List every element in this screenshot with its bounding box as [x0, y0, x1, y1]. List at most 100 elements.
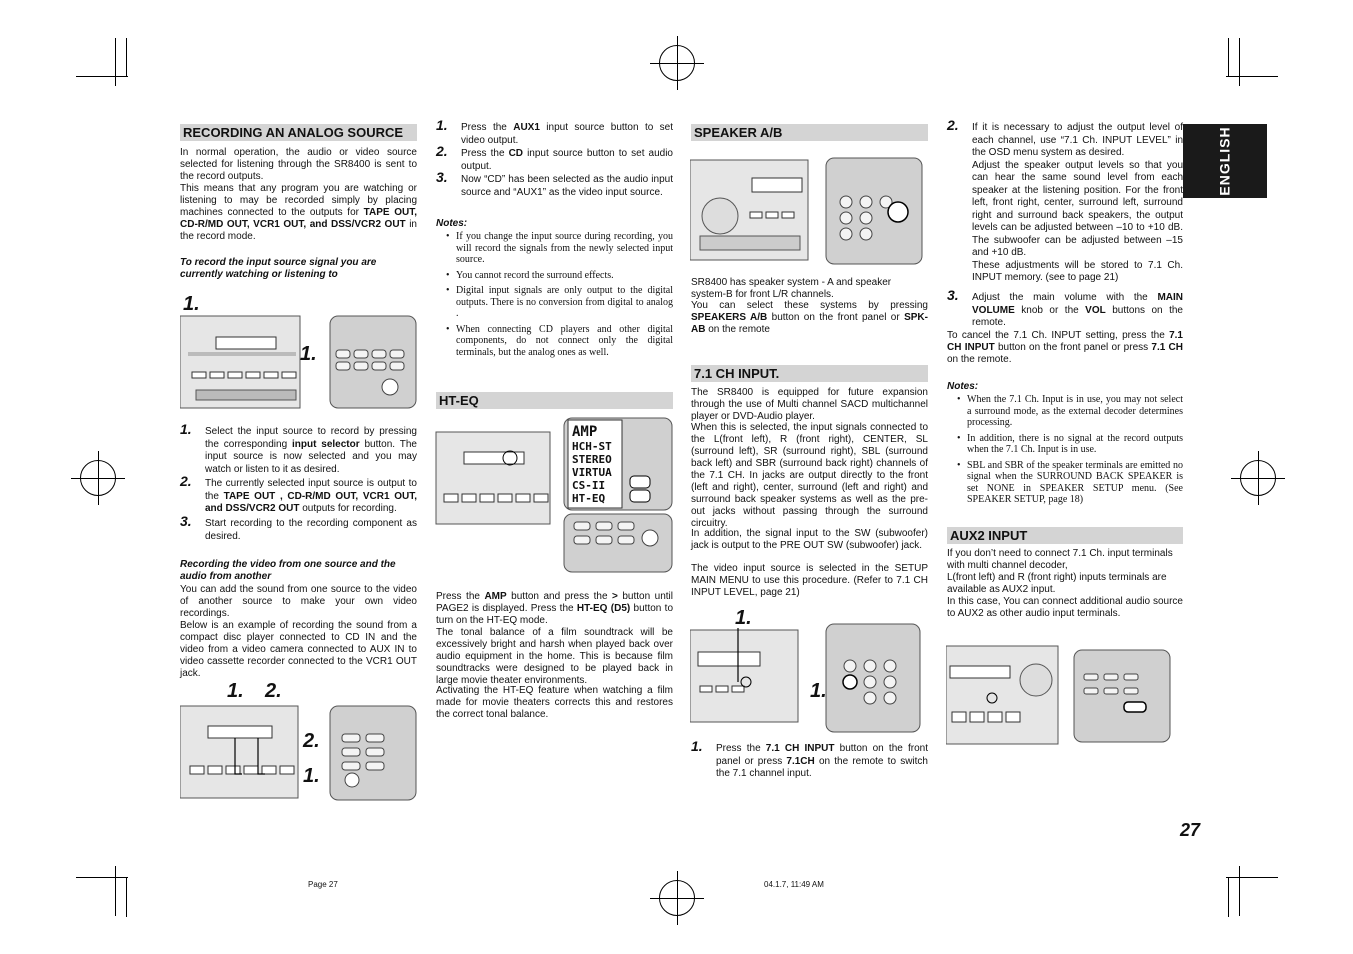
speaker-para-1: SR8400 has speaker system - A and speake… [691, 277, 892, 300]
recording-subheading-1: To record the input source signal you ar… [180, 257, 377, 280]
speaker-para-2: You can select these systems by pressing… [691, 300, 928, 336]
crop-mark [1228, 38, 1229, 76]
text: Press the [436, 591, 485, 602]
text: button on the front panel or press [994, 342, 1152, 353]
hteq-lcd-display: AMP HCH-ST STEREO VIRTUA CS-II HT-EQ [572, 424, 622, 505]
step-bold: CD [508, 148, 524, 159]
crop-mark [126, 877, 127, 917]
section-title-recording: RECORDING AN ANALOG SOURCE [180, 124, 417, 141]
crop-mark [1228, 877, 1229, 917]
figure-callout: 1. [810, 680, 827, 702]
step-text: Select the input source to record by pre… [205, 426, 417, 450]
figure-callout: 1. [735, 607, 752, 629]
speaker-figure [690, 157, 923, 265]
figure-callout: 1. [303, 765, 320, 787]
ch71-figure [690, 623, 921, 733]
recording-step-2: 2. The currently selected input source i… [180, 473, 417, 516]
col2-step-1: 1. Press the AUX1 input source button to… [436, 117, 673, 147]
recording-outputs: TAPE OUT, CD-R/MD OUT, VCR1 OUT, and DSS… [180, 207, 417, 230]
text: You can select these systems by pressing [691, 300, 928, 311]
footer-left: Page 27 [308, 880, 338, 889]
registration-mark [650, 871, 704, 925]
step-text: These adjustments will be stored to 7.1 … [972, 259, 1183, 284]
note-item: You cannot record the surround effects. [442, 270, 673, 282]
step-text: If it is necessary to adjust the output … [972, 122, 1183, 158]
step-bold: TAPE OUT , CD-R/MD OUT, VCR1 OUT, and DS… [205, 490, 417, 515]
aux2-para-2: L(front left) and R (front right) inputs… [947, 572, 1167, 595]
step-number: 1. [691, 738, 703, 754]
recording-intro-1: In normal operation, the audio or video … [180, 147, 417, 182]
step-number: 2. [180, 473, 192, 489]
notes-title: Notes: [947, 381, 979, 392]
step-text: Start recording to the recording compone… [205, 518, 417, 542]
hteq-figure [435, 417, 673, 573]
lcd-line: HCH-ST [572, 440, 612, 453]
text: button to turn on the HT-EQ mode. [436, 603, 674, 626]
section-title-hteq: HT-EQ [436, 392, 673, 409]
figure-callout: 1. [227, 680, 244, 702]
text-bold: 7.1 CH [1151, 342, 1183, 353]
recording-intro: In normal operation, the audio or video … [180, 147, 417, 243]
step-number: 2. [436, 143, 448, 159]
step-number: 1. [436, 117, 448, 133]
receiver-remote-figure-1 [180, 315, 417, 409]
footer-right: 04.1.7, 11:49 AM [764, 880, 824, 889]
text-bold: SPK- AB [691, 312, 928, 335]
recording-intro-2-end: in the record mode. [180, 219, 417, 242]
page-number: 27 [1180, 820, 1201, 840]
registration-mark [650, 36, 704, 90]
step-text: outputs for recording. [299, 503, 397, 514]
step-bold: 7.1 CH INPUT [765, 743, 835, 754]
col4-notes: Notes: When the 7.1 Ch. Input is in use,… [947, 381, 1183, 510]
hteq-para-3: Activating the HT-EQ feature when watchi… [436, 685, 673, 720]
text: To cancel the 7.1 Ch. INPUT setting, pre… [947, 330, 1170, 341]
crop-mark [1226, 76, 1278, 77]
receiver-remote-figure-2 [180, 705, 417, 801]
col2-notes: Notes: If you change the input source du… [436, 218, 673, 362]
step-bold: MAIN VOLUME [972, 292, 1183, 316]
figure-callout: 1. [300, 343, 317, 365]
crop-mark [1226, 877, 1278, 878]
figure-callout: 2. [303, 730, 320, 752]
step-text: Adjust the speaker output levels so that… [972, 159, 1183, 259]
crop-mark [76, 877, 128, 878]
section-title-speaker: SPEAKER A/B [691, 124, 928, 141]
registration-mark [71, 451, 125, 505]
ch71-para-2: When this is selected, the input signals… [691, 422, 928, 529]
step-text: Press the [716, 743, 766, 754]
crop-mark [76, 76, 128, 77]
recording-step-3: 3. Start recording to the recording comp… [180, 513, 417, 543]
section-title-aux2: AUX2 INPUT [947, 527, 1183, 544]
step-text: Press the [461, 148, 509, 159]
step-text: button. The input source is now selected… [205, 438, 417, 475]
recording-para-b: Below is an example of recording the sou… [180, 620, 417, 679]
hteq-para-2: The tonal balance of a film soundtrack w… [436, 627, 673, 686]
section-title-71ch: 7.1 CH INPUT. [691, 365, 928, 382]
step-number: 3. [436, 169, 448, 185]
crop-mark [1239, 38, 1240, 86]
aux2-para-3: In this case, You can connect additional… [947, 596, 1183, 619]
step-text: knob or the [1014, 304, 1086, 316]
ch71-para-4: The video input source is selected in th… [691, 563, 928, 598]
note-item: In addition, there is no signal at the r… [953, 433, 1183, 456]
step-text: Press the [461, 122, 514, 133]
text-bold: 7.1 CH INPUT [947, 330, 1183, 353]
text-bold: > [612, 591, 618, 602]
note-item: If you change the input source during re… [442, 231, 673, 266]
step-number: 3. [180, 513, 192, 529]
col4-step-3: 3. Adjust the main volume with the MAIN … [947, 287, 1183, 330]
step-number: 1. [180, 421, 192, 437]
step-text: on the remote to switch the 7.1 channel … [716, 755, 928, 780]
note-item: When connecting CD players and other dig… [442, 324, 673, 359]
text-bold: HT-EQ (D5) [576, 603, 631, 614]
step-number: 3. [947, 287, 959, 303]
note-item: When the 7.1 Ch. Input is in use, you ma… [953, 394, 1183, 429]
text: on the remote. [947, 354, 1012, 365]
lcd-line: VIRTUA [572, 466, 612, 479]
text-bold: SPEAKERS A/B [691, 312, 768, 323]
step-bold: 7.1CH [786, 755, 815, 767]
recording-intro-2: This means that any program you are watc… [180, 183, 417, 218]
language-label: ENGLISH [1216, 126, 1233, 196]
notes-title: Notes: [436, 218, 468, 229]
step-bold: input selector [291, 438, 360, 450]
